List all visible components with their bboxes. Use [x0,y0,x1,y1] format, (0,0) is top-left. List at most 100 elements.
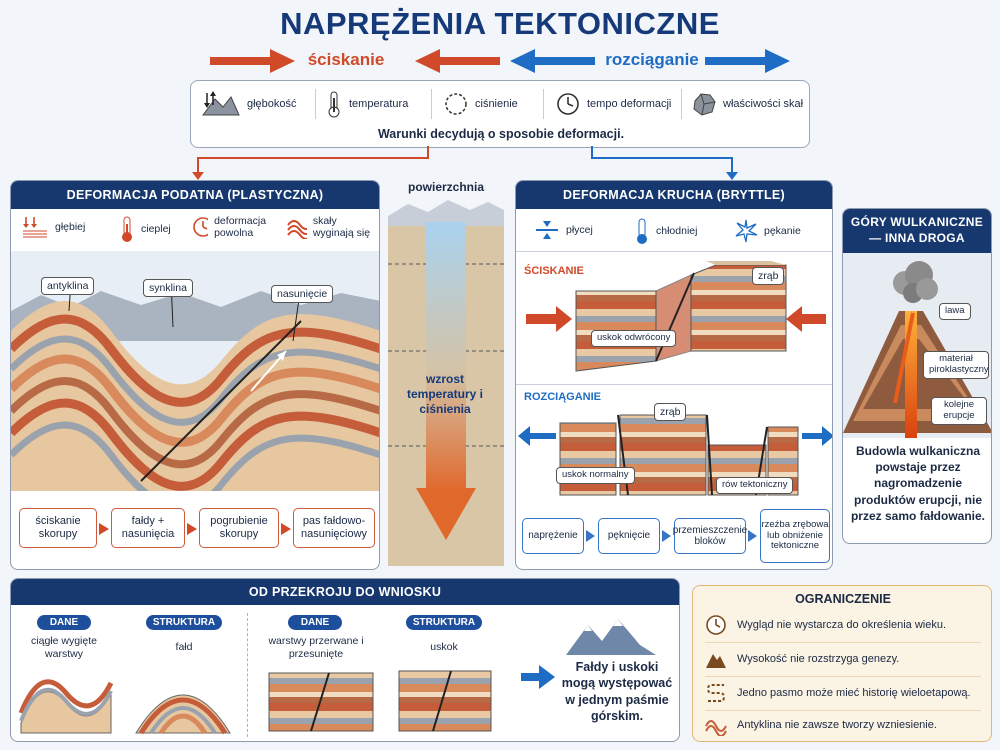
thermometer-icon [637,218,647,244]
structure-tag: STRUKTURA [406,615,482,630]
volcano-text: Budowla wulkaniczna powstaje przez nagro… [850,444,986,523]
flow-arrow-icon [99,523,109,535]
folded-strata [11,301,379,491]
ductile-step-4: pas fałdowo-nasunięciowy [293,508,375,548]
extension-arrow-right-icon [802,426,832,446]
thrust-fault-line [140,320,302,482]
condition-pressure: ciśnienie [443,89,518,119]
brittle-title: DEFORMACJA KRUCHA (BRYTTLE) [516,181,832,209]
structure-text-fault: uskok [430,641,458,653]
ductile-title: DEFORMACJA PODATNA (PLASTYCZNA) [11,181,379,209]
brittle-step-2: pęknięcie [598,518,660,554]
continuous-layers-sketch [18,679,114,734]
shallow-icon [536,221,558,239]
thrust-arrow-icon [277,351,286,361]
ductile-prop-bend: skały wyginają się [287,215,377,240]
volcano-panel: GÓRY WULKANICZNE — INNA DROGA lawa mater… [842,208,992,544]
horst-callout-extension: zrąb [654,403,687,422]
volcano-illustration [843,253,991,438]
ductile-step-1: ściskanie skorupy [19,508,97,548]
data-tag: DANE [288,615,342,630]
connector-arrows [192,146,738,180]
ductile-prop-warmer: cieplej [119,215,171,243]
broken-layers-sketch [268,672,374,732]
compression-label: ściskanie [307,50,385,69]
reverse-fault-block [526,261,826,372]
fault-sketch [398,670,492,732]
brittle-step-4: rzeźba zrębowa lub obniżenie tektoniczne [760,509,830,563]
graben-callout: rów tektoniczny [716,477,794,494]
flow-arrow-icon [662,530,671,542]
eruptions-callout: kolejne erupcje [931,397,987,425]
compression-arrow-right-icon [526,306,572,332]
ductile-step-2: fałdy + nasunięcia [111,508,185,548]
extension-label: rozciąganie [605,50,699,69]
condition-depth: głębokość [201,89,297,119]
limit-item-2: Wysokość nie rozstrzyga genezy. [705,648,899,670]
structure-text-fold: fałd [175,641,193,653]
inference-panel: OD PRZEKROJU DO WNIOSKU DANE ciągłe wygi… [10,578,680,742]
extension-arrow-left-icon [518,426,556,446]
conditions-note: Warunki decydują o sposobie deformacji. [377,127,625,141]
anticline-callout: antyklina [41,277,95,296]
ductile-panel: DEFORMACJA PODATNA (PLASTYCZNA) głębiej … [10,180,380,570]
clock-icon [557,93,579,115]
conditions-box: głębokość temperatura ciśnienie tempo de… [190,80,810,148]
volcano-title: GÓRY WULKANICZNE — INNA DROGA [843,209,991,253]
limit-item-4: Antyklina nie zawsze tworzy wzniesienie. [705,714,937,736]
data-text-continuous: ciągłe wygięte warstwy [31,635,97,660]
column-label: wzrost temperatury i ciśnienia [406,372,484,416]
page-title: NAPRĘŻENIA TEKTONICZNE [280,6,720,41]
brittle-compression-label: ŚCISKANIE [524,265,584,277]
limits-title: OGRANICZENIE [795,592,891,606]
normal-fault-callout: uskok normalny [556,467,635,484]
brittle-prop-shallow: płycej [534,219,593,241]
flow-arrow-icon [187,523,197,535]
condition-rock-properties: właściwości skał [691,89,803,119]
pyroclastic-callout: materiał piroklastyczny [923,351,989,379]
folded-layers-icon [287,220,307,240]
flow-arrow-icon [586,530,595,542]
pressure-icon [445,93,467,115]
condition-strain-rate: tempo deformacji [555,89,671,119]
syncline-callout: synklina [143,279,193,298]
clock-icon [193,217,209,237]
lava-callout: lawa [939,303,971,320]
mountain-icon [706,654,726,668]
clock-icon [706,615,726,635]
stress-arrows [210,49,790,73]
thrust-callout: nasunięcie [271,285,334,304]
brittle-prop-cooler: chłodniej [634,217,697,245]
inference-title: OD PRZEKROJU DO WNIOSKU [11,579,679,605]
ductile-prop-deeper: głębiej [21,215,85,239]
mountains-icon [566,619,656,655]
flow-arrow-icon [281,523,291,535]
depth-icon [202,91,240,116]
reverse-fault-callout: uskok odwrócony [591,330,677,347]
ductile-step-3: pogrubienie skorupy [199,508,279,548]
inference-sketches [18,670,492,735]
extension-arrow-right-icon [705,49,790,73]
limits-panel: OGRANICZENIE Wygląd nie wystarcza do okr… [692,585,992,742]
brittle-step-3: przemieszczenie bloków [673,518,747,554]
crack-icon [735,219,758,243]
brittle-prop-cracking: pękanie [734,219,801,243]
limit-item-3: Jedno pasmo może mieć historię wieloetap… [705,682,971,704]
compression-arrow-right-icon [210,49,295,73]
inference-conclusion: Fałdy i uskoki mogą występować w jednym … [561,660,673,723]
conclusion-arrow-icon [521,665,555,689]
horst-callout-compression: zrąb [752,267,785,286]
fold-cross-section [11,251,379,491]
condition-temperature: temperatura [325,89,408,119]
compression-arrow-left-icon [786,306,826,332]
limit-item-1: Wygląd nie wystarcza do określenia wieku… [705,614,946,636]
thermometer-icon [328,91,340,118]
compression-arrow-left-icon [415,49,500,73]
wave-icon [705,720,727,736]
fold-sketch [135,694,231,735]
ductile-prop-slow: deformacja powolna [191,215,281,239]
depth-arrows-icon [23,217,47,238]
structure-tag: STRUKTURA [146,615,222,630]
extension-arrow-left-icon [510,49,595,73]
rock-icon [693,93,716,116]
